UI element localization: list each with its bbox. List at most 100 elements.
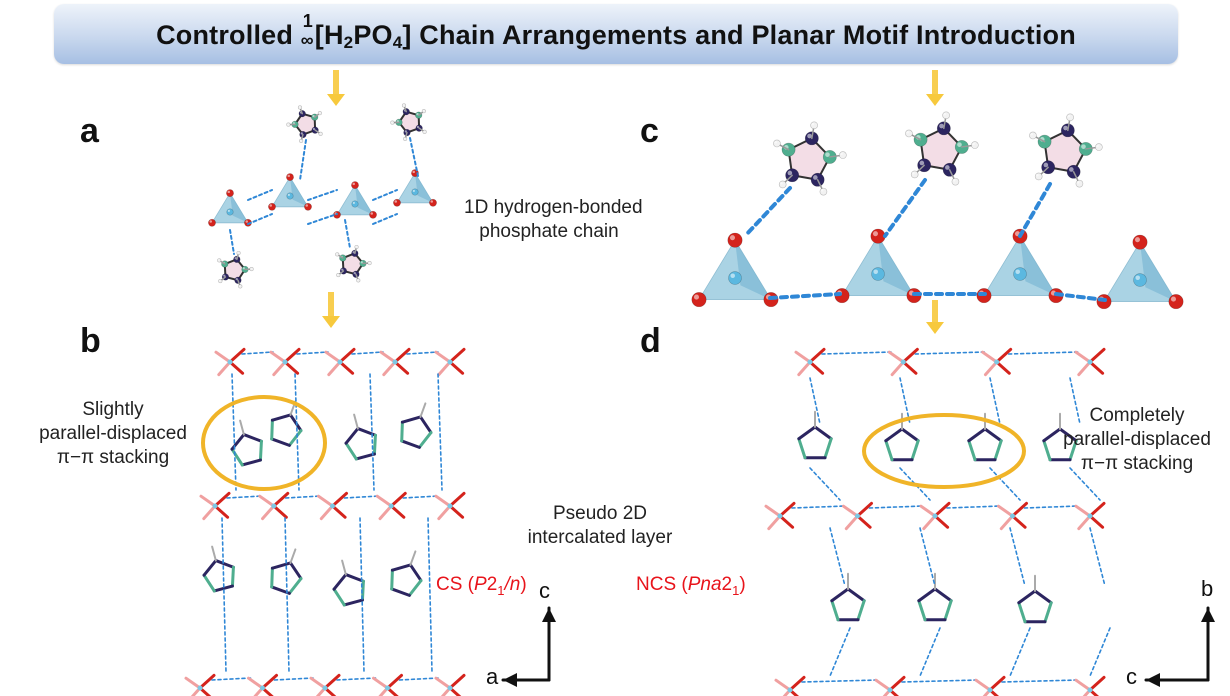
panel-c-ring-2-hydrogen-3-highlight bbox=[912, 171, 915, 175]
panel-d-chain-mid-hbond-3 bbox=[1023, 505, 1079, 509]
panel-c-tetra-0-side bbox=[735, 240, 771, 300]
panel-b-chain-bottom-hbond-2 bbox=[336, 677, 377, 681]
panel-c-ring-1-atom-2-highlight bbox=[813, 175, 818, 180]
panel-d-chain-top-node-0-bond-3 bbox=[808, 360, 825, 375]
panel-b-chain-bottom-hbond-0 bbox=[211, 677, 252, 681]
chain-caption-line2: phosphate chain bbox=[479, 221, 619, 242]
panel-b-chain-bottom-node-0-bond-2 bbox=[190, 686, 202, 696]
panel-d-chain-mid-node-4-bond-0 bbox=[1074, 504, 1092, 518]
banner-formula-b: PO bbox=[353, 20, 393, 50]
panel-b-chain-top-node-0-bond-1 bbox=[228, 347, 246, 364]
slight-caption-line3: π−π stacking bbox=[56, 447, 170, 468]
panel-b-ring-7-edge-0 bbox=[408, 563, 423, 583]
panel-b-ring-7-h-stub bbox=[409, 550, 417, 566]
panel-c-ring-2-hydrogen-2 bbox=[951, 177, 960, 186]
right-axis-arrow-horizontal-head bbox=[1146, 673, 1160, 687]
panel-b-ring-2-edge-1 bbox=[372, 433, 377, 456]
panel-c-ring-1-atom-0-highlight bbox=[807, 133, 812, 139]
panel-b-chain-bottom-node-4-center bbox=[447, 685, 453, 691]
panel-a-tetra-2-phosphorus bbox=[351, 200, 359, 208]
panel-label-b: b bbox=[80, 322, 101, 360]
panel-a-ring-2-atom-3-highlight bbox=[404, 130, 407, 133]
panel-b-ring-7-edge-3 bbox=[390, 568, 394, 591]
panel-d-chain-mid-node-3-bond-2 bbox=[999, 514, 1014, 531]
panel-b-chain-mid-node-3-bond-0 bbox=[375, 494, 393, 508]
panel-b-ring-6-edge-3 bbox=[332, 587, 346, 607]
panel-a-hbond-v-3 bbox=[229, 229, 235, 255]
panel-b-ring-0-edge-0 bbox=[242, 433, 263, 443]
panel-c-tetra-3-oxygen-top bbox=[1132, 234, 1148, 250]
panel-d-chain-bottom-node-2-bond-0 bbox=[974, 678, 992, 692]
panel-d-chain-top-node-0-center bbox=[807, 359, 813, 365]
panel-b-ring-3-edge-0 bbox=[418, 415, 433, 435]
panel-b-chain-top-node-1-bond-2 bbox=[272, 360, 287, 377]
panel-b-chain-mid-node-0-bond-0 bbox=[199, 494, 217, 508]
panel-d-chain-top-node-1-bond-1 bbox=[901, 347, 919, 364]
panel-d-chain-bottom-node-2-bond-2 bbox=[982, 688, 992, 696]
left-axis-label-a: a bbox=[486, 664, 499, 689]
panel-d-chain-mid-node-1-bond-3 bbox=[856, 514, 872, 529]
panel-a-ring-3-hydrogen-4-highlight bbox=[218, 259, 220, 261]
panel-a-ring-3-hydrogen-0 bbox=[236, 250, 241, 256]
panel-d-chain-top-node-2-bond-1 bbox=[995, 347, 1013, 364]
panel-d-chain-top-node-3-center bbox=[1087, 359, 1093, 365]
panel-c-ring-3-hydrogen-3 bbox=[1034, 172, 1043, 181]
panel-d-ring-2-edge-1 bbox=[993, 439, 1003, 462]
panel-b-chain-bottom-node-3-center bbox=[385, 685, 390, 691]
panel-d-hbond-v-mid-2 bbox=[989, 467, 1021, 501]
panel-d-chain-mid-node-3-bond-3 bbox=[1011, 514, 1027, 529]
panel-c-ring-3-hydrogen-1 bbox=[1095, 143, 1103, 151]
panel-c-hbond-v-1 bbox=[743, 186, 792, 238]
flow-arrow-a-head bbox=[327, 94, 345, 106]
panel-c-tetra-3-oxygen-top-highlight bbox=[1134, 237, 1140, 243]
panel-c-tetra-2-side bbox=[1020, 236, 1056, 296]
sg-cs-p: P bbox=[474, 574, 487, 595]
panel-d-ring-1-edge-1 bbox=[910, 439, 920, 462]
panel-d-ring-4-edge-4 bbox=[830, 587, 850, 603]
panel-d-chain-mid-hbond-1 bbox=[868, 505, 924, 509]
panel-b-chain-bottom-node-2-bond-3 bbox=[323, 686, 337, 696]
panel-b-chain-mid-node-4-bond-1 bbox=[448, 491, 466, 508]
panel-d-ring-0-edge-3 bbox=[797, 437, 807, 460]
panel-d-chain-mid-node-1-center bbox=[855, 513, 860, 519]
panel-b-chain-top-node-3-bond-2 bbox=[382, 360, 397, 377]
panel-b-chain-bottom-node-2-bond-0 bbox=[309, 676, 327, 690]
panel-a-ring-1-hydrogen-3 bbox=[299, 138, 304, 143]
banner-formula-sub-o: 4 bbox=[392, 33, 403, 52]
panel-a-tetra-0-oxygen-top-highlight bbox=[227, 190, 231, 194]
panel-a-ring-1-hydrogen-3-highlight bbox=[299, 139, 302, 141]
panel-label-c: c bbox=[640, 112, 659, 150]
panel-a-hbond-top-1 bbox=[307, 189, 338, 201]
banner-title: Controlled 1∞[H2PO4] Chain Arrangements … bbox=[54, 11, 1178, 53]
panel-c-tetra-1-oxygen-top-highlight bbox=[872, 231, 878, 237]
panel-b-chain-bottom-hbond-3 bbox=[398, 677, 439, 681]
panel-b-ring-3-edge-4 bbox=[400, 415, 422, 424]
panel-a-ring-4-hydrogen-0 bbox=[354, 244, 359, 250]
panel-d-ring-4-edge-0 bbox=[846, 587, 866, 603]
sg-cs-prefix: CS ( bbox=[436, 574, 474, 595]
flow-arrow-d-shaft bbox=[932, 300, 938, 324]
panel-a-ring-4-hydrogen-4 bbox=[335, 252, 340, 257]
panel-d-chain-mid-node-0-bond-0 bbox=[764, 504, 782, 518]
panel-a-ring-3-hydrogen-1-highlight bbox=[250, 267, 252, 270]
panel-b-chain-bottom-node-0-center bbox=[197, 685, 203, 691]
sg-cs-n: /n bbox=[504, 574, 521, 595]
panel-b-chain-mid-node-4-bond-3 bbox=[448, 504, 465, 519]
panel-d-hbond-v-lower-1 bbox=[919, 527, 936, 587]
panel-b-chain-top-node-2-bond-0 bbox=[324, 350, 342, 364]
panel-d-ring-3-edge-1 bbox=[1068, 439, 1078, 462]
panel-b-chain-top-hbond-0 bbox=[241, 351, 274, 355]
panel-a-ring-4-hydrogen-1-highlight bbox=[368, 261, 370, 264]
panel-a-ring-1-hydrogen-2-highlight bbox=[319, 132, 321, 134]
panel-b-chain-bottom-node-3-bond-1 bbox=[386, 673, 403, 690]
panel-b-chain-top-node-0-center bbox=[227, 359, 233, 365]
panel-d-hbond-v-upper-2 bbox=[989, 377, 1001, 425]
panel-b-chain-bottom-node-1-bond-3 bbox=[261, 686, 274, 696]
panel-d-chain-mid-node-1-bond-1 bbox=[856, 501, 873, 518]
panel-a-hbond-top-0 bbox=[247, 189, 273, 201]
panel-b-chain-top-node-4-bond-3 bbox=[448, 360, 465, 375]
panel-d-chain-mid-node-3-bond-0 bbox=[997, 504, 1014, 518]
panel-b-chain-top-hbond-2 bbox=[351, 351, 384, 355]
panel-d-ring-4-edge-1 bbox=[856, 599, 866, 622]
panel-b-chain-mid-hbond-0 bbox=[226, 495, 263, 499]
